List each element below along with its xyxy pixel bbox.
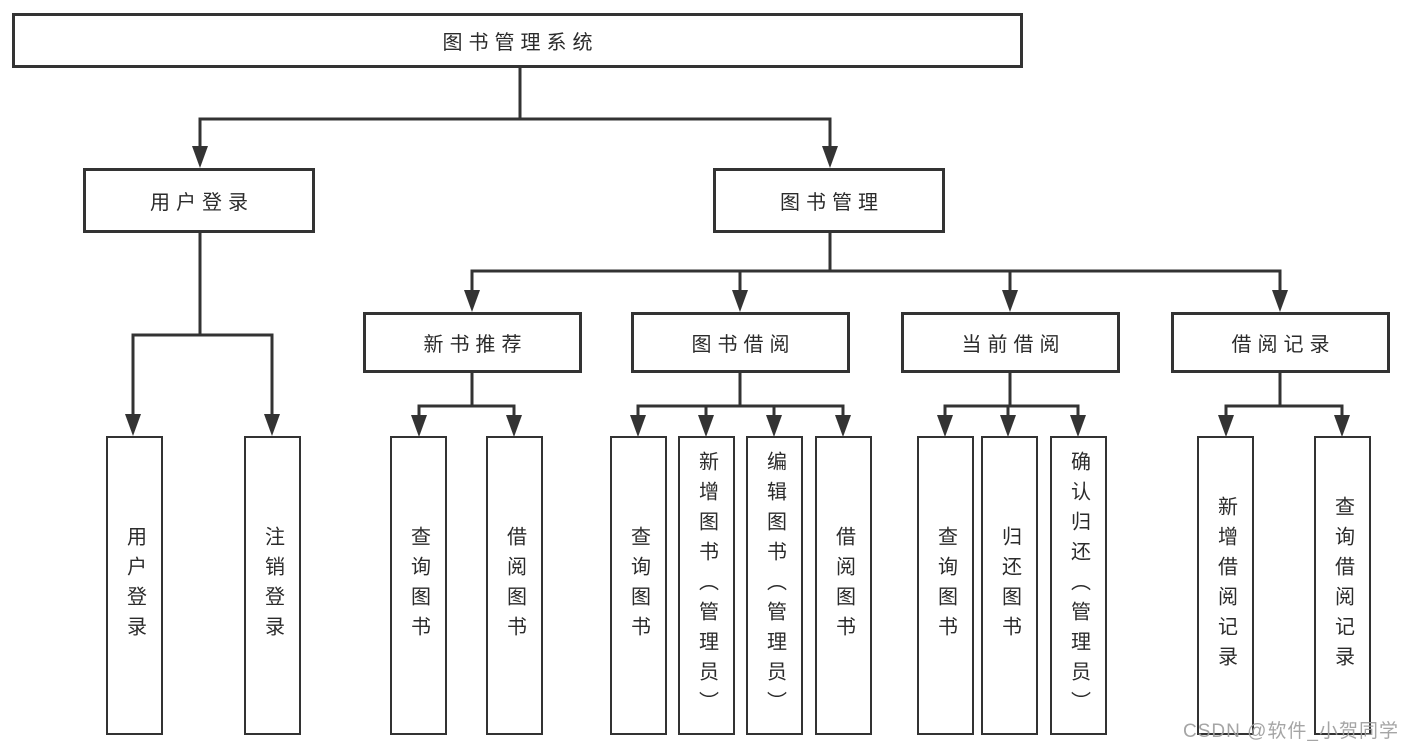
node-label: 图书借阅 [691, 334, 796, 356]
node-label: 新书推荐 [423, 334, 528, 356]
leaf-add-book-admin: 新增图书（管理员） [678, 436, 735, 735]
node-label: 查询图书 [627, 525, 650, 646]
leaf-logout: 注销登录 [244, 436, 301, 735]
node-borrowing-records: 借阅记录 [1171, 312, 1390, 373]
node-root-library-system: 图书管理系统 [12, 13, 1023, 68]
node-label: 图书管理系统 [442, 32, 599, 54]
leaf-query-books-recommend: 查询图书 [390, 436, 447, 735]
leaf-borrow-books-borrowing: 借阅图书 [815, 436, 872, 735]
leaf-borrow-books-recommend: 借阅图书 [486, 436, 543, 735]
leaf-user-login: 用户登录 [106, 436, 163, 735]
node-label: 查询图书 [407, 525, 430, 646]
node-user-login: 用户登录 [83, 168, 315, 233]
node-label: 归还图书 [998, 525, 1021, 646]
node-label: 用户登录 [123, 525, 146, 646]
csdn-watermark: CSDN @软件_小贺同学 [1183, 721, 1399, 742]
node-label: 借阅记录 [1231, 334, 1336, 356]
leaf-query-borrow-record: 查询借阅记录 [1314, 436, 1371, 735]
leaf-add-borrow-record: 新增借阅记录 [1197, 436, 1254, 735]
leaf-query-books-borrowing: 查询图书 [610, 436, 667, 735]
leaf-edit-book-admin: 编辑图书（管理员） [746, 436, 803, 735]
node-label: 用户登录 [150, 192, 254, 214]
node-book-management: 图书管理 [713, 168, 945, 233]
node-current-borrowing: 当前借阅 [901, 312, 1120, 373]
leaf-query-books-current: 查询图书 [917, 436, 974, 735]
node-label: 编辑图书（管理员） [763, 450, 786, 721]
node-label: 借阅图书 [832, 525, 855, 646]
node-label: 确认归还（管理员） [1067, 450, 1090, 721]
leaf-confirm-return-admin: 确认归还（管理员） [1050, 436, 1107, 735]
node-label: 图书管理 [780, 192, 884, 214]
node-book-borrowing: 图书借阅 [631, 312, 850, 373]
leaf-return-books: 归还图书 [981, 436, 1038, 735]
node-label: 查询图书 [934, 525, 957, 646]
node-label: 新增图书（管理员） [695, 450, 718, 721]
node-label: 新增借阅记录 [1214, 495, 1237, 676]
node-label: 当前借阅 [961, 334, 1066, 356]
node-label: 查询借阅记录 [1331, 495, 1354, 676]
node-new-book-recommend: 新书推荐 [363, 312, 582, 373]
node-label: 注销登录 [261, 525, 284, 646]
node-label: 借阅图书 [503, 525, 526, 646]
